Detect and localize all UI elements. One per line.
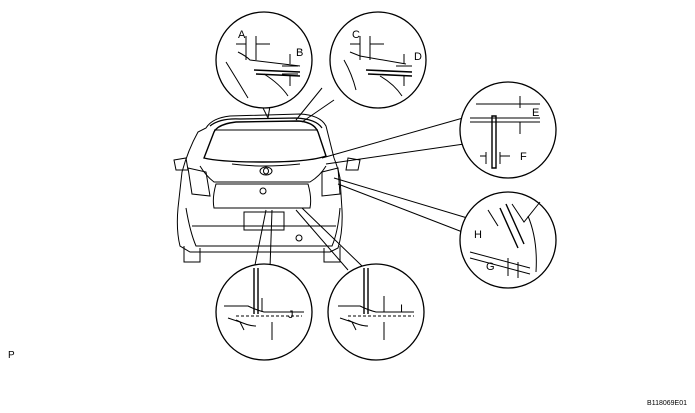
label-f: F xyxy=(520,151,527,163)
label-e: E xyxy=(532,107,539,119)
callout-j: J xyxy=(216,264,312,360)
vehicle-rear-body xyxy=(174,114,360,262)
label-h: H xyxy=(474,229,482,241)
callout-a-b: A B xyxy=(216,12,312,108)
label-c: C xyxy=(352,29,360,41)
callout-i: I xyxy=(328,264,424,360)
leader-lines xyxy=(254,88,478,270)
label-i: I xyxy=(400,303,403,315)
figure-code: B118069E01 xyxy=(647,400,687,407)
label-b: B xyxy=(296,47,303,59)
label-d: D xyxy=(414,51,422,63)
callout-c-d: C D xyxy=(330,12,426,108)
license-plate-area xyxy=(244,212,284,230)
label-j: J xyxy=(288,309,294,321)
label-g: G xyxy=(486,261,495,273)
emblem xyxy=(260,167,272,175)
callout-g-h: H G xyxy=(460,192,556,288)
label-a: A xyxy=(238,29,246,41)
page-tag: P xyxy=(8,350,15,361)
callout-e-f: E F xyxy=(460,82,556,178)
